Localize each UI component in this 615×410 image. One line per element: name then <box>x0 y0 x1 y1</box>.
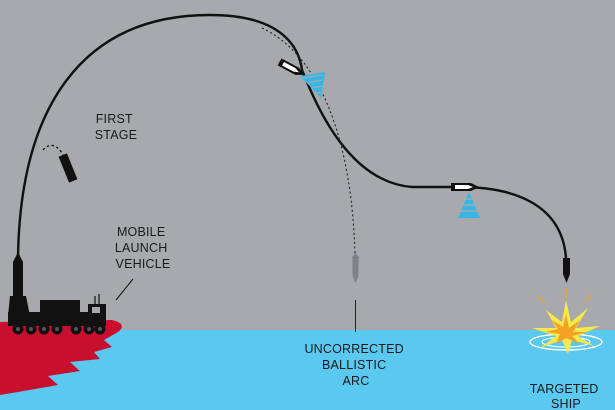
launch-vehicle-icon <box>8 252 106 335</box>
first-stage-separation-path <box>42 144 64 156</box>
launch-vehicle-leader-line <box>115 278 134 301</box>
warhead-icon <box>277 58 305 76</box>
uncorrected-warhead-icon <box>351 253 360 332</box>
missile-trajectory <box>16 13 568 259</box>
explosion-icon <box>529 288 603 354</box>
uncorrected-ballistic-arc-label: UNCORRECTED BALLISTIC ARC <box>304 342 407 388</box>
first-stage-icon <box>58 153 78 183</box>
mobile-launch-vehicle-label: MOBILE LAUNCH VEHICLE <box>115 225 171 271</box>
warhead-icon <box>451 183 479 191</box>
targeted-ship-label: TARGETED SHIP <box>530 382 602 410</box>
sensor-beam-icon <box>458 192 480 218</box>
launch-coastline <box>0 320 122 395</box>
uncorrected-ballistic-path <box>261 27 356 256</box>
first-stage-label: FIRST STAGE <box>95 112 137 142</box>
terminal-warhead-icon <box>563 258 570 283</box>
sensor-beam-icon <box>300 72 325 98</box>
